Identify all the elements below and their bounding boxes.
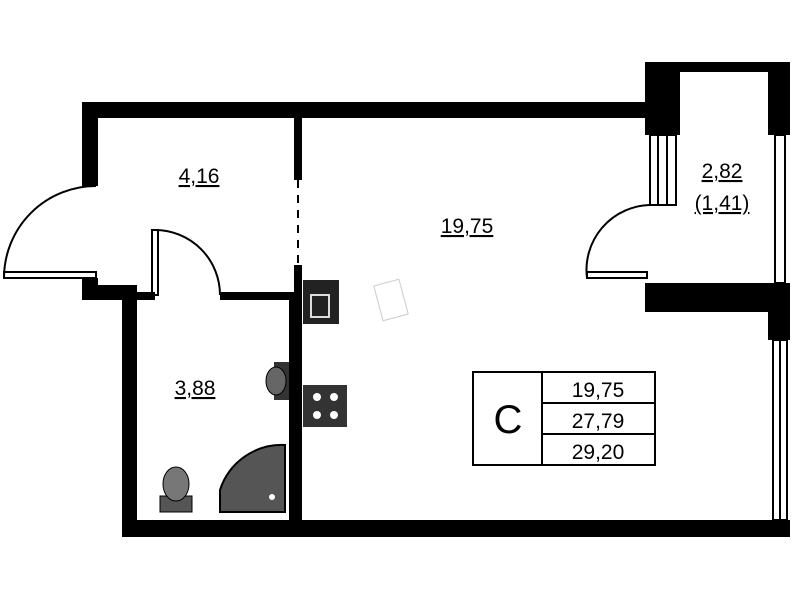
total-with-balcony-value: 29,20 [572,441,625,464]
hallway-area: 4,16 [179,165,220,188]
kitchen-sink-icon [303,280,339,324]
doors [3,185,651,296]
walls [82,62,790,537]
windows [649,134,788,521]
total-area-value: 27,79 [572,410,625,433]
washbasin-icon [265,362,289,400]
area-summary-table [472,371,656,466]
stove-icon [303,385,347,427]
living-area-value: 19,75 [572,379,625,402]
toilet-icon [159,466,193,513]
balcony-area: 2,82 [702,160,743,183]
bathroom-area: 3,88 [175,377,216,400]
fridge-outline [373,278,409,322]
living-room-area: 19,75 [441,215,494,238]
balcony-reduced-area: (1,41) [695,192,750,215]
apartment-type: С [494,398,523,442]
shower-icon [219,443,286,513]
